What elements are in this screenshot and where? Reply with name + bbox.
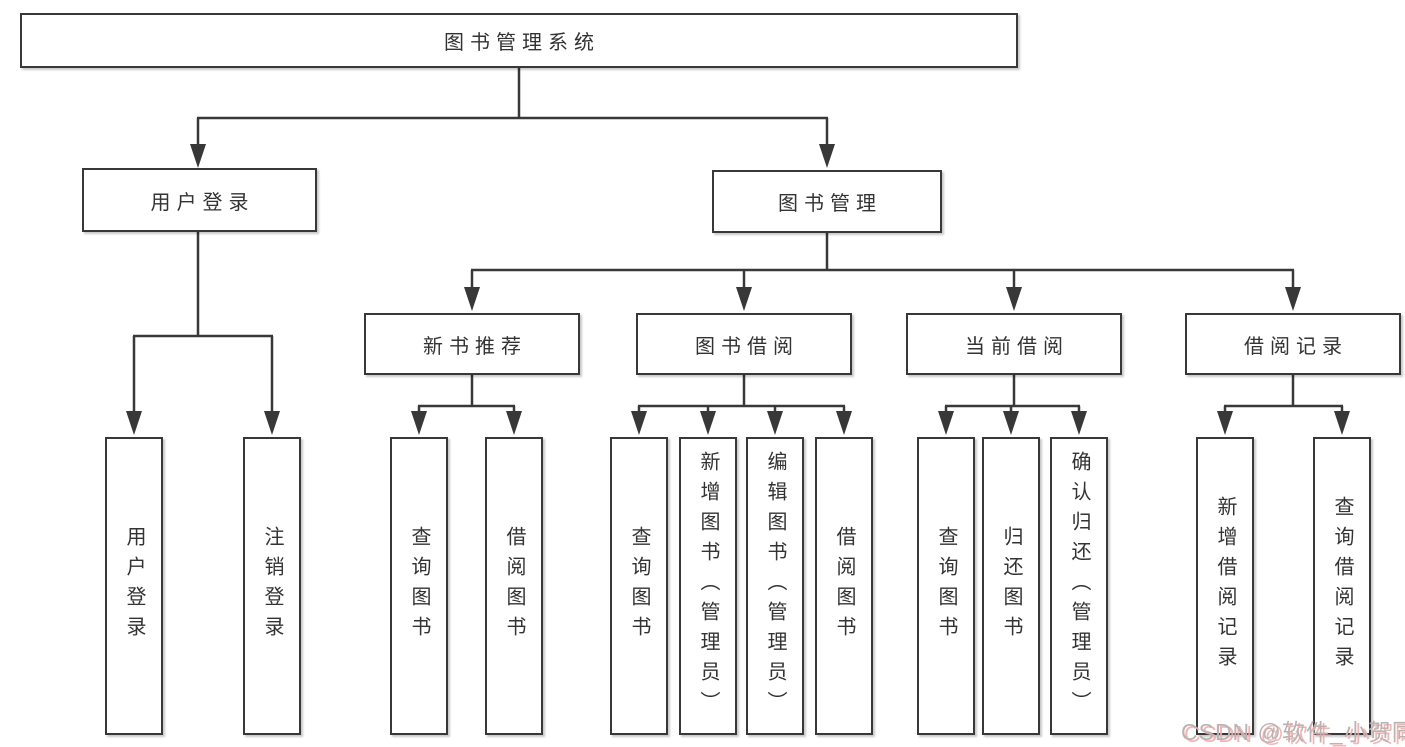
arrowhead-icon: [1334, 411, 1350, 435]
node-new-book-recommendation: 新书推荐: [364, 313, 580, 375]
node-label: 图书管理系统: [444, 32, 600, 54]
node-label: 借阅图书: [503, 526, 525, 646]
arrowhead-icon: [126, 411, 142, 435]
node-label: 图书借阅: [695, 335, 799, 358]
node-label: 新增借阅记录: [1214, 496, 1236, 676]
arrowhead-icon: [700, 411, 716, 435]
leaf-borrow-books-borrowing: 借阅图书: [815, 437, 873, 735]
node-label: 借阅图书: [833, 526, 855, 646]
arrowhead-icon: [819, 144, 835, 168]
arrowhead-icon: [190, 144, 206, 168]
node-label: 注销登录: [261, 526, 283, 646]
leaf-add-book-admin: 新增图书（管理员）: [679, 437, 737, 735]
watermark: CSDN @软件_小贺同学: [1181, 719, 1405, 745]
node-library-system: 图书管理系统: [20, 13, 1018, 68]
node-borrowing-records: 借阅记录: [1185, 313, 1401, 375]
leaf-user-login: 用户登录: [105, 437, 163, 735]
node-label: 归还图书: [1000, 526, 1022, 646]
arrowhead-icon: [1003, 411, 1019, 435]
node-label: 编辑图书（管理员）: [764, 451, 786, 721]
node-label: 查询图书: [628, 526, 650, 646]
arrowhead-icon: [767, 411, 783, 435]
node-label: 用户登录: [123, 526, 145, 646]
arrowhead-group: [126, 144, 1350, 435]
node-label: 查询图书: [408, 526, 430, 646]
arrowhead-icon: [836, 411, 852, 435]
leaf-logout: 注销登录: [243, 437, 301, 735]
node-label: 新书推荐: [423, 335, 527, 358]
leaf-add-borrow-record: 新增借阅记录: [1196, 437, 1254, 735]
arrowhead-icon: [1217, 411, 1233, 435]
leaf-return-books: 归还图书: [982, 437, 1040, 735]
node-current-borrowing: 当前借阅: [906, 313, 1122, 375]
leaf-query-borrow-record: 查询借阅记录: [1313, 437, 1371, 735]
node-label: 图书管理: [778, 193, 882, 215]
node-label: 借阅记录: [1244, 335, 1348, 358]
arrowhead-icon: [506, 411, 522, 435]
arrowhead-icon: [464, 287, 480, 311]
node-book-management: 图书管理: [712, 170, 942, 233]
node-label: 新增图书（管理员）: [697, 451, 719, 721]
leaf-query-books-recommend: 查询图书: [390, 437, 448, 735]
arrowhead-icon: [411, 411, 427, 435]
leaf-confirm-return-admin: 确认归还（管理员）: [1050, 437, 1108, 735]
node-label: 确认归还（管理员）: [1068, 451, 1090, 721]
arrowhead-icon: [1285, 287, 1301, 311]
leaf-borrow-books-recommend: 借阅图书: [485, 437, 543, 735]
arrowhead-icon: [1071, 411, 1087, 435]
arrowhead-icon: [938, 411, 954, 435]
arrowhead-icon: [264, 411, 280, 435]
leaf-query-books-borrowing: 查询图书: [610, 437, 668, 735]
node-user-login: 用户登录: [82, 168, 317, 232]
node-book-borrowing: 图书借阅: [636, 313, 852, 375]
node-label: 用户登录: [150, 191, 255, 214]
arrowhead-icon: [736, 287, 752, 311]
node-label: 查询借阅记录: [1331, 496, 1353, 676]
leaf-edit-book-admin: 编辑图书（管理员）: [746, 437, 804, 735]
arrowhead-icon: [631, 411, 647, 435]
node-label: 当前借阅: [965, 335, 1069, 358]
node-label: 查询图书: [935, 526, 957, 646]
leaf-query-books-current: 查询图书: [917, 437, 975, 735]
arrowhead-icon: [1006, 287, 1022, 311]
